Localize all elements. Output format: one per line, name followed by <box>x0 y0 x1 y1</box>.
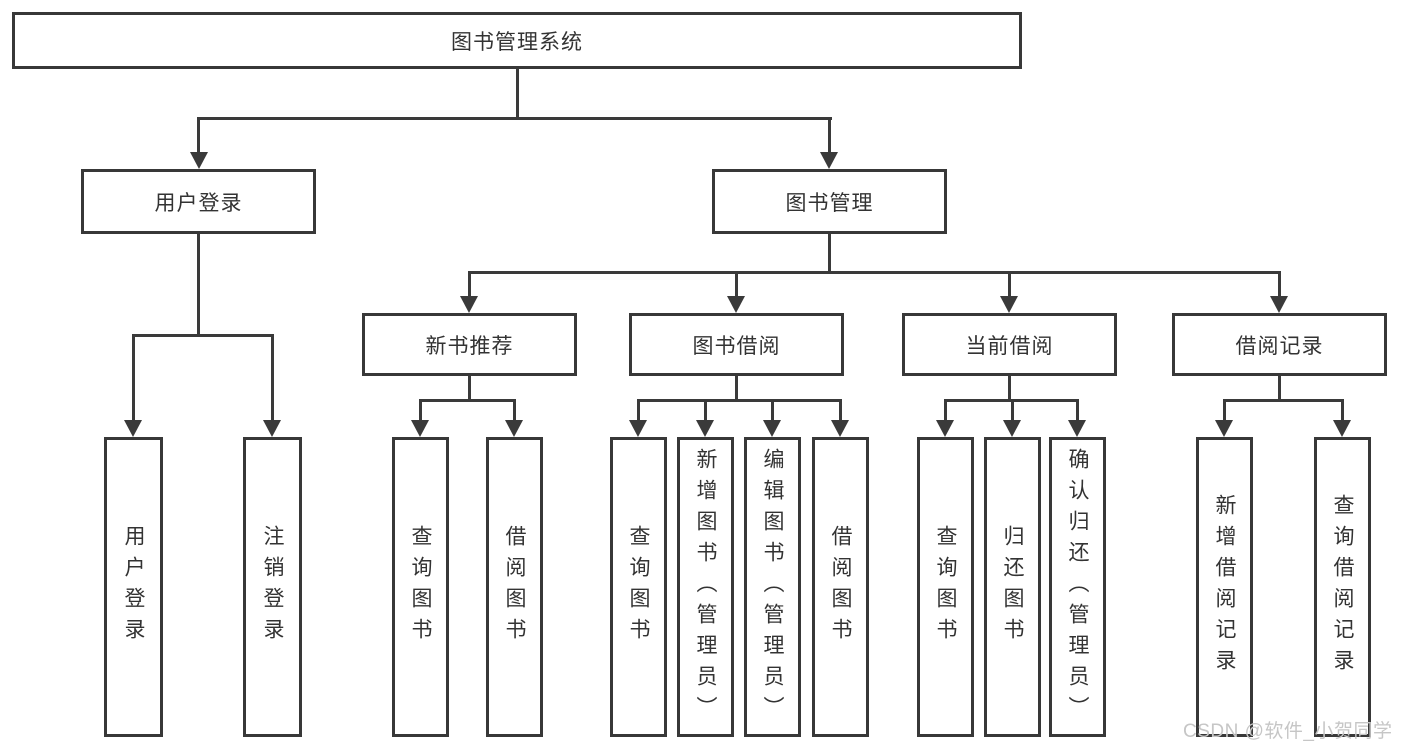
node-user-login: 用户登录 <box>81 169 316 234</box>
node-label: 借阅记录 <box>1235 334 1324 358</box>
arrow-down-icon <box>831 420 849 437</box>
leaf-label: 用户登录 <box>122 525 145 649</box>
connector-vline <box>1278 271 1281 299</box>
arrow-down-icon <box>1000 296 1018 313</box>
node-label: 图书管理 <box>785 191 874 215</box>
leaf-label: 借阅图书 <box>829 525 852 649</box>
connector-vline <box>468 376 471 402</box>
leaf-label: 查询图书 <box>409 525 432 649</box>
connector-hline <box>419 399 516 402</box>
connector-vline <box>637 399 640 423</box>
connector-vline <box>1008 376 1011 402</box>
leaf-label: 新增借阅记录 <box>1213 494 1236 680</box>
node-label: 图书管理系统 <box>451 30 583 54</box>
arrow-down-icon <box>1068 420 1086 437</box>
leaf-label: 注销登录 <box>261 525 284 649</box>
connector-vline <box>516 69 519 118</box>
connector-hline <box>197 117 832 120</box>
arrow-down-icon <box>629 420 647 437</box>
leaf-record-add-borrow-record: 新增借阅记录 <box>1196 437 1253 737</box>
leaf-borrowing-edit-book-admin: 编辑图书（管理员） <box>744 437 801 737</box>
leaf-current-confirm-return-admin: 确认归还（管理员） <box>1049 437 1106 737</box>
arrow-down-icon <box>460 296 478 313</box>
leaf-logout: 注销登录 <box>243 437 302 737</box>
leaf-label: 借阅图书 <box>503 525 526 649</box>
arrow-down-icon <box>1270 296 1288 313</box>
arrow-down-icon <box>696 420 714 437</box>
arrow-down-icon <box>727 296 745 313</box>
arrow-down-icon <box>1333 420 1351 437</box>
connector-hline <box>637 399 842 402</box>
connector-hline <box>468 271 1281 274</box>
connector-vline <box>1223 399 1226 423</box>
connector-vline <box>197 117 200 154</box>
connector-vline <box>828 234 831 273</box>
connector-vline <box>1341 399 1344 423</box>
connector-vline <box>735 271 738 299</box>
arrow-down-icon <box>263 420 281 437</box>
leaf-borrowing-add-book-admin: 新增图书（管理员） <box>677 437 734 737</box>
node-book-borrowing: 图书借阅 <box>629 313 844 376</box>
leaf-label: 归还图书 <box>1001 525 1024 649</box>
watermark-csdn: CSDN @软件_小贺同学 <box>1183 721 1393 742</box>
leaf-current-query-book: 查询图书 <box>917 437 974 737</box>
node-book-management: 图书管理 <box>712 169 947 234</box>
arrow-down-icon <box>820 152 838 169</box>
connector-vline <box>513 399 516 423</box>
connector-vline <box>839 399 842 423</box>
node-label: 当前借阅 <box>965 334 1054 358</box>
arrow-down-icon <box>1003 420 1021 437</box>
leaf-borrowing-query-book: 查询图书 <box>610 437 667 737</box>
leaf-current-return-book: 归还图书 <box>984 437 1041 737</box>
node-borrowing-records: 借阅记录 <box>1172 313 1387 376</box>
leaf-label: 编辑图书（管理员） <box>761 447 784 727</box>
arrow-down-icon <box>936 420 954 437</box>
node-new-book-recommend: 新书推荐 <box>362 313 577 376</box>
connector-vline <box>1008 271 1011 299</box>
connector-hline <box>1223 399 1344 402</box>
connector-vline <box>944 399 947 423</box>
leaf-label: 查询图书 <box>627 525 650 649</box>
leaf-label: 新增图书（管理员） <box>694 447 717 727</box>
connector-vline <box>828 117 831 154</box>
arrow-down-icon <box>1215 420 1233 437</box>
arrow-down-icon <box>763 420 781 437</box>
connector-hline <box>132 334 274 337</box>
leaf-label: 查询图书 <box>934 525 957 649</box>
connector-vline <box>271 334 274 422</box>
arrow-down-icon <box>505 420 523 437</box>
leaf-label: 确认归还（管理员） <box>1066 447 1089 727</box>
leaf-label: 查询借阅记录 <box>1331 494 1354 680</box>
arrow-down-icon <box>124 420 142 437</box>
connector-vline <box>419 399 422 423</box>
leaf-newbook-borrow-book: 借阅图书 <box>486 437 543 737</box>
connector-vline <box>771 399 774 423</box>
connector-vline <box>1011 399 1014 423</box>
connector-vline <box>197 234 200 336</box>
arrow-down-icon <box>190 152 208 169</box>
node-label: 新书推荐 <box>425 334 514 358</box>
connector-vline <box>1278 376 1281 402</box>
leaf-record-query-borrow-record: 查询借阅记录 <box>1314 437 1371 737</box>
connector-vline <box>704 399 707 423</box>
leaf-borrowing-borrow-book: 借阅图书 <box>812 437 869 737</box>
node-label: 图书借阅 <box>692 334 781 358</box>
node-label: 用户登录 <box>154 191 243 215</box>
connector-vline <box>132 334 135 422</box>
leaf-newbook-query-book: 查询图书 <box>392 437 449 737</box>
connector-vline <box>735 376 738 402</box>
arrow-down-icon <box>411 420 429 437</box>
node-current-borrowing: 当前借阅 <box>902 313 1117 376</box>
connector-vline <box>468 271 471 299</box>
connector-vline <box>1076 399 1079 423</box>
leaf-user-login: 用户登录 <box>104 437 163 737</box>
node-library-system: 图书管理系统 <box>12 12 1022 69</box>
